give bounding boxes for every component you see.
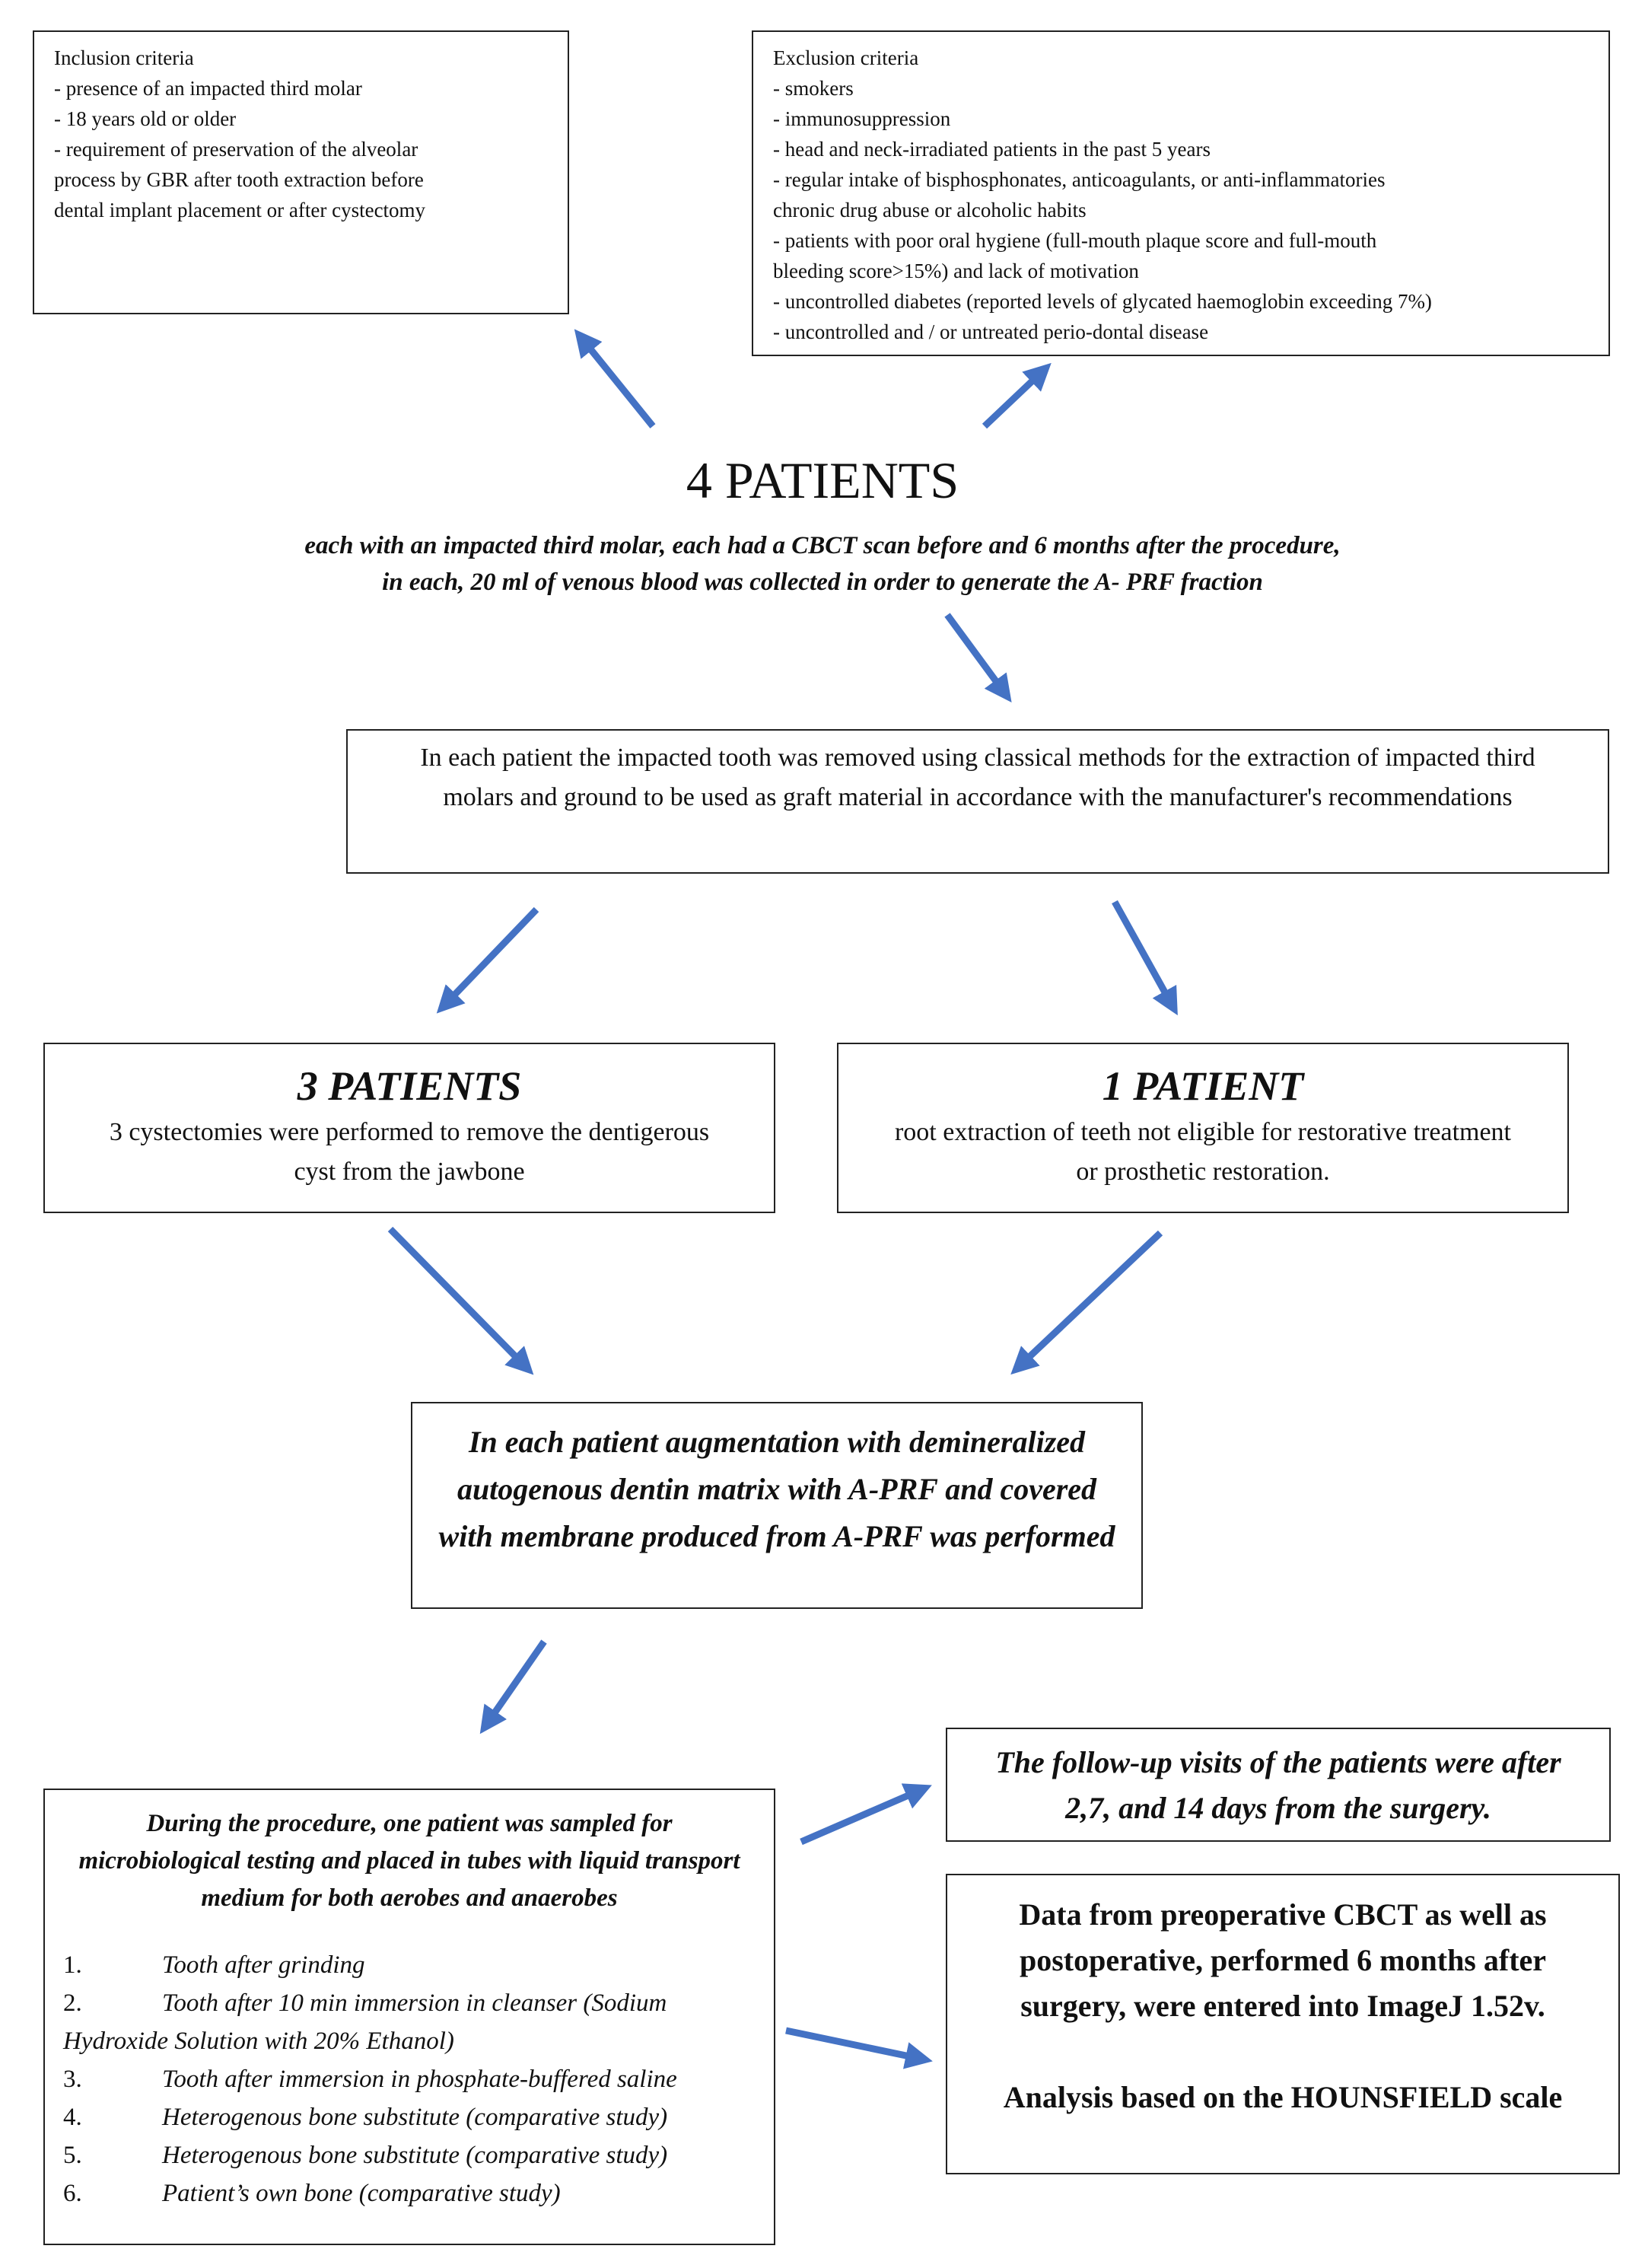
sample-list: 1. Tooth after grinding 2.Tooth after 10…	[63, 1946, 756, 2212]
sample-item: 1. Tooth after grinding	[63, 1946, 756, 1984]
inclusion-item: - presence of an impacted third molar	[54, 77, 362, 100]
exclusion-item: chronic drug abuse or alcoholic habits	[773, 199, 1087, 221]
arrow-to-group-a	[436, 906, 539, 1014]
sample-text: Heterogenous bone substitute (comparativ…	[162, 2142, 668, 2169]
sample-item: 6. Patient’s own bone (comparative study…	[63, 2174, 756, 2212]
data-analysis-text: Data from preoperative CBCT as well as p…	[1019, 1897, 1547, 2023]
extraction-text: In each patient the impacted tooth was r…	[420, 744, 1535, 811]
sample-number: 4.	[63, 2104, 82, 2131]
exclusion-item: - immunosuppression	[773, 107, 951, 130]
arrow-to-group-b	[1112, 900, 1178, 1016]
inclusion-item: - requirement of preservation of the alv…	[54, 138, 418, 161]
exclusion-item: - patients with poor oral hygiene (full-…	[773, 229, 1377, 252]
arrow-group-a-to-augmentation	[387, 1226, 534, 1375]
sample-item: 4. Heterogenous bone substitute (compara…	[63, 2098, 756, 2136]
sample-text: Tooth after immersion in phosphate-buffe…	[162, 2066, 677, 2093]
exclusion-title: Exclusion criteria	[773, 46, 919, 69]
exclusion-item: bleeding score>15%) and lack of motivati…	[773, 260, 1139, 282]
followup-box: The follow-up visits of the patients wer…	[946, 1728, 1611, 1842]
augmentation-text: In each patient augmentation with demine…	[438, 1425, 1115, 1553]
sample-text: Heterogenous bone substitute (comparativ…	[162, 2104, 668, 2131]
group-cystectomy-title: 3 PATIENTS	[297, 1063, 522, 1109]
sample-number: 2.	[63, 1989, 82, 2017]
patients-description-line1: each with an impacted third molar, each …	[304, 532, 1341, 559]
microbiology-header: During the procedure, one patient was sa…	[78, 1810, 740, 1912]
inclusion-item: dental implant placement or after cystec…	[54, 199, 426, 221]
arrow-to-data	[785, 2027, 933, 2069]
arrow-to-microbiology	[479, 1639, 547, 1734]
sample-number: 1.	[63, 1951, 82, 1979]
sample-item: 3. Tooth after immersion in phosphate-bu…	[63, 2060, 756, 2098]
arrow-to-extraction	[944, 613, 1012, 703]
arrow-to-exclusion	[982, 362, 1052, 429]
exclusion-item: - head and neck-irradiated patients in t…	[773, 138, 1211, 161]
arrow-to-inclusion	[574, 329, 656, 428]
hounsfield-text: Analysis based on the HOUNSFIELD scale	[1003, 2080, 1563, 2114]
extraction-box: In each patient the impacted tooth was r…	[346, 729, 1609, 874]
sample-item: 5. Heterogenous bone substitute (compara…	[63, 2136, 756, 2174]
group-root-extraction-box: 1 PATIENT root extraction of teeth not e…	[837, 1043, 1569, 1213]
arrow-group-b-to-augmentation	[1010, 1230, 1163, 1375]
group-root-extraction-title: 1 PATIENT	[1102, 1063, 1304, 1109]
inclusion-item: process by GBR after tooth extraction be…	[54, 168, 424, 191]
patients-title: 4 PATIENTS	[686, 451, 959, 509]
sample-number: 3.	[63, 2066, 82, 2093]
sample-text: Patient’s own bone (comparative study)	[162, 2180, 561, 2207]
sample-text: Tooth after 10 min immersion in cleanser…	[63, 1989, 667, 2055]
exclusion-item: - smokers	[773, 77, 854, 100]
exclusion-item: - uncontrolled diabetes (reported levels…	[773, 290, 1432, 313]
exclusion-criteria-box: Exclusion criteria - smokers - immunosup…	[752, 30, 1610, 356]
group-root-extraction-text: root extraction of teeth not eligible fo…	[894, 1118, 1512, 1186]
arrow-to-followup	[800, 1783, 932, 1846]
group-cystectomy-box: 3 PATIENTS 3 cystectomies were performed…	[43, 1043, 775, 1213]
patients-description-line2: in each, 20 ml of venous blood was colle…	[382, 569, 1263, 596]
inclusion-criteria-box: Inclusion criteria - presence of an impa…	[33, 30, 569, 314]
sample-number: 5.	[63, 2142, 82, 2169]
sample-item: 2.Tooth after 10 min immersion in cleans…	[63, 1984, 756, 2060]
augmentation-box: In each patient augmentation with demine…	[411, 1402, 1143, 1609]
exclusion-item: - regular intake of bisphosphonates, ant…	[773, 168, 1386, 191]
inclusion-item: - 18 years old or older	[54, 107, 237, 130]
group-cystectomy-text: 3 cystectomies were performed to remove …	[109, 1118, 710, 1186]
sample-number: 6.	[63, 2180, 82, 2207]
followup-text: The follow-up visits of the patients wer…	[995, 1745, 1561, 1825]
microbiology-box: During the procedure, one patient was sa…	[43, 1789, 775, 2245]
inclusion-title: Inclusion criteria	[54, 46, 194, 69]
exclusion-item: - uncontrolled and / or untreated perio-…	[773, 320, 1209, 343]
data-analysis-box: Data from preoperative CBCT as well as p…	[946, 1874, 1620, 2174]
sample-text: Tooth after grinding	[162, 1951, 365, 1979]
